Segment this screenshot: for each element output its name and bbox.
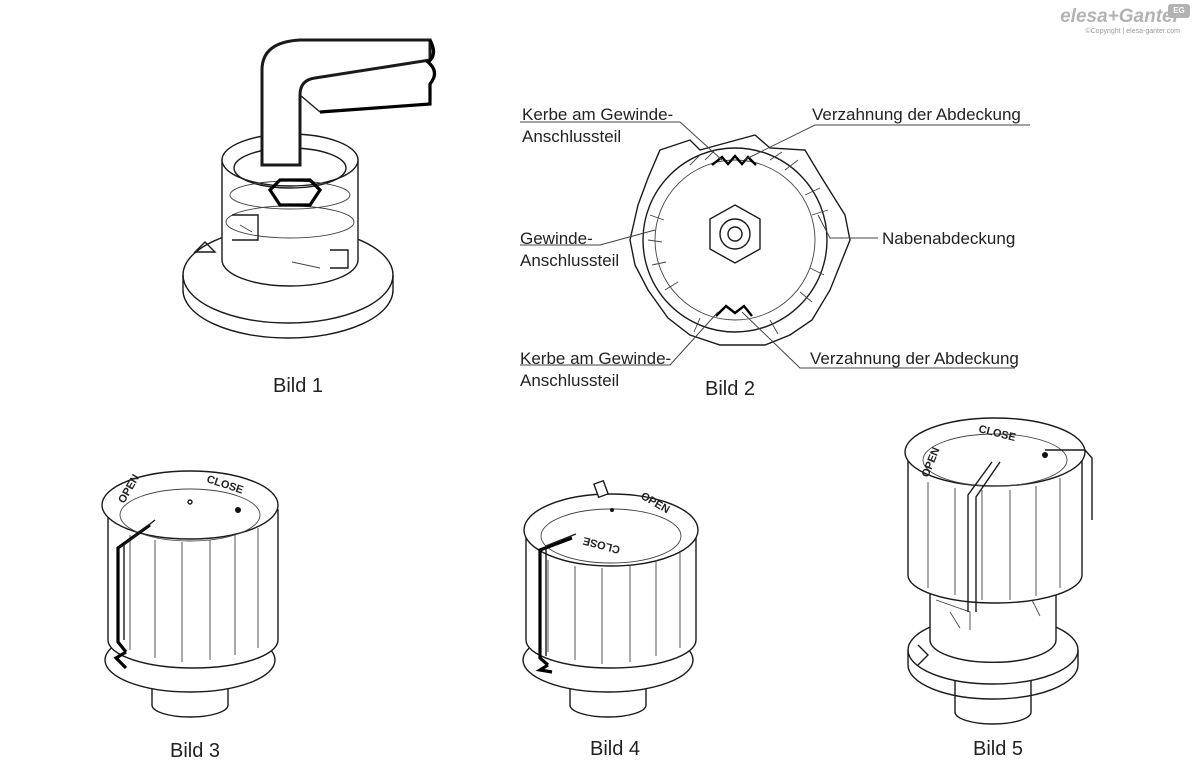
callout-verzahnung-bottom: Verzahnung der Abdeckung: [810, 349, 1019, 368]
callout-kerbe-top-line2: Anschlussteil: [522, 127, 622, 146]
figure-1-drawing: [182, 38, 437, 339]
callout-gewinde: Gewinde- Anschlussteil: [520, 228, 619, 272]
figure-5-drawing: CLOSE OPEN: [904, 417, 1093, 725]
callout-kerbe-bottom-line2: Anschlussteil: [520, 371, 620, 390]
brand-name: elesa+Ganter: [1060, 6, 1180, 27]
figure-4-drawing: OPEN CLOSE: [522, 479, 699, 718]
callout-gewinde-line1: Gewinde-: [520, 229, 593, 248]
callout-gewinde-line2: Anschlussteil: [520, 251, 620, 270]
caption-bild-2: Bild 2: [705, 378, 756, 400]
caption-bild-4: Bild 4: [590, 738, 641, 760]
caption-bild-1: Bild 1: [273, 375, 324, 397]
callout-verzahnung-top: Verzahnung der Abdeckung: [812, 105, 1021, 124]
caption-bild-5: Bild 5: [973, 738, 1024, 760]
callout-kerbe-top-line1: Kerbe am Gewinde-: [522, 105, 674, 124]
caption-bild-3: Bild 3: [170, 740, 221, 762]
figure-3-drawing: CLOSE OPEN: [101, 470, 279, 718]
figure-2-drawing: [520, 121, 1030, 369]
brand-copyright: ©Copyright | elesa-ganter.com: [1085, 28, 1180, 35]
callout-kerbe-bottom-line1: Kerbe am Gewinde-: [520, 349, 672, 368]
callout-kerbe-top: Kerbe am Gewinde- Anschlussteil: [522, 104, 673, 148]
callout-nabenabdeckung: Nabenabdeckung: [882, 229, 1016, 248]
brand-logo: elesa+Ganter ©Copyright | elesa-ganter.c…: [1060, 4, 1190, 35]
brand-badge: EG: [1168, 4, 1190, 18]
callout-kerbe-bottom: Kerbe am Gewinde- Anschlussteil: [520, 348, 671, 392]
